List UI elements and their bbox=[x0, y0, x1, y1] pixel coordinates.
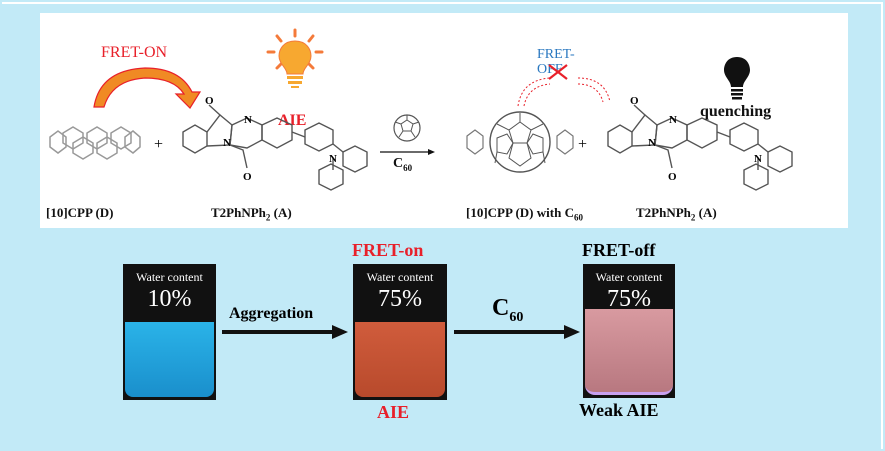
cpp-nanoring-structure bbox=[49, 126, 141, 160]
t2phnph2-structure-right: O O N N N bbox=[607, 95, 793, 191]
water-content-label: Water content bbox=[136, 270, 203, 284]
plus-sign: + bbox=[578, 136, 588, 153]
vial-75-percent-fret-off: Water content 75% bbox=[583, 264, 675, 398]
water-percent: 10% bbox=[147, 286, 192, 312]
c60-arrow-label: C60 bbox=[492, 295, 523, 326]
c60-text: C bbox=[393, 156, 404, 171]
oxygen-atom: O bbox=[668, 171, 677, 183]
c60-subscript: 60 bbox=[403, 162, 413, 173]
reaction-arrow bbox=[380, 149, 435, 155]
vial-solution bbox=[125, 322, 214, 397]
fret-on-label: FRET-ON bbox=[101, 44, 168, 61]
c60-text: C bbox=[492, 295, 510, 321]
fret-off-line1: FRET- bbox=[537, 47, 575, 62]
donor-label: [10]CPP (D) bbox=[46, 205, 114, 220]
reaction-scheme-panel bbox=[40, 13, 848, 228]
plus-sign: + bbox=[154, 136, 164, 153]
fret-off-caption: FRET-off bbox=[582, 240, 656, 260]
t2phnph2-structure-left: O O N N N bbox=[182, 95, 368, 191]
cpp-with-c60-structure bbox=[466, 111, 574, 173]
water-percent: 75% bbox=[607, 286, 651, 312]
acceptor-label-right: T2PhNPh2 (A) bbox=[636, 205, 717, 223]
nitrogen-atom: N bbox=[244, 114, 252, 126]
donor-with-c60-text: [10]CPP (D) with C bbox=[466, 205, 574, 220]
dashed-arrow-icon bbox=[517, 77, 611, 107]
nitrogen-atom: N bbox=[754, 153, 762, 165]
aggregation-arrow bbox=[222, 325, 348, 339]
oxygen-atom: O bbox=[630, 95, 639, 107]
lightbulb-on-icon bbox=[266, 28, 324, 88]
acceptor-label-left: T2PhNPh2 (A) bbox=[211, 205, 292, 223]
nitrogen-atom: N bbox=[648, 137, 656, 149]
aie-caption: AIE bbox=[377, 402, 410, 422]
weak-aie-caption: Weak AIE bbox=[579, 400, 659, 420]
water-content-label: Water content bbox=[366, 270, 434, 284]
quenching-label: quenching bbox=[700, 103, 772, 120]
curved-arrow-icon bbox=[93, 67, 202, 109]
acceptor-name: T2PhNPh bbox=[636, 205, 691, 220]
aggregation-label: Aggregation bbox=[229, 305, 314, 322]
aie-label: AIE bbox=[278, 112, 307, 129]
nitrogen-atom: N bbox=[669, 114, 677, 126]
water-content-label: Water content bbox=[595, 270, 663, 284]
vial-solution bbox=[355, 322, 445, 397]
c60-addition-arrow bbox=[454, 325, 580, 339]
acceptor-suffix: (A) bbox=[270, 205, 292, 220]
lightbulb-off-icon bbox=[724, 57, 750, 100]
nitrogen-atom: N bbox=[329, 153, 337, 165]
vial-solution bbox=[585, 309, 673, 395]
c60-subscript: 60 bbox=[573, 212, 583, 223]
acceptor-subscript: 2 bbox=[690, 212, 696, 223]
donor-with-c60-label: [10]CPP (D) with C60 bbox=[466, 205, 583, 223]
blocked-transfer-icon bbox=[548, 64, 568, 80]
vial-75-percent-fret-on: Water content 75% bbox=[353, 264, 447, 400]
acceptor-name: T2PhNPh bbox=[211, 205, 266, 220]
fullerene-c60-icon bbox=[393, 114, 421, 142]
acceptor-suffix: (A) bbox=[695, 205, 717, 220]
fret-on-caption: FRET-on bbox=[352, 240, 424, 260]
c60-subscript: 60 bbox=[509, 309, 524, 325]
vial-10-percent: Water content 10% bbox=[123, 264, 216, 400]
oxygen-atom: O bbox=[243, 171, 252, 183]
nitrogen-atom: N bbox=[223, 137, 231, 149]
oxygen-atom: O bbox=[205, 95, 214, 107]
water-percent: 75% bbox=[378, 286, 422, 312]
acceptor-subscript: 2 bbox=[265, 212, 271, 223]
c60-reagent-label: C60 bbox=[393, 156, 412, 173]
